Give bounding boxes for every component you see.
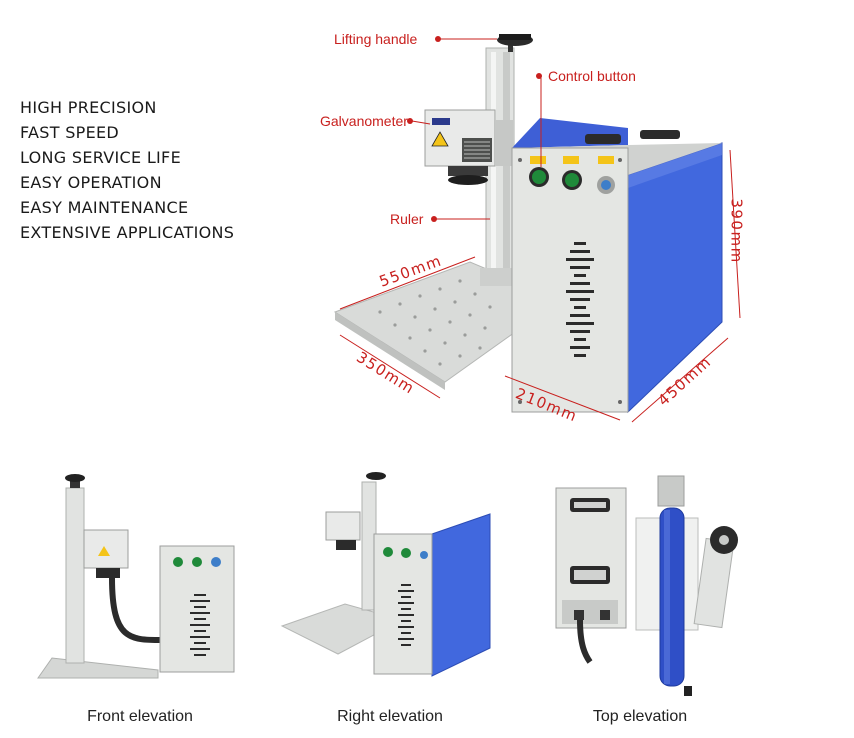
work-table <box>333 261 562 390</box>
control-button-label: Control button <box>548 68 636 84</box>
dimension-lines <box>339 149 741 423</box>
feature-item: HIGH PRECISION <box>20 98 157 117</box>
lifting-handle <box>497 34 533 52</box>
right-elevation-caption: Right elevation <box>337 708 443 725</box>
feature-item: EASY MAINTENANCE <box>20 198 189 217</box>
lifting-handle-label: Lifting handle <box>334 31 418 47</box>
galvanometer-label: Galvanometer <box>320 113 408 129</box>
feature-list: HIGH PRECISION FAST SPEED LONG SERVICE L… <box>20 95 234 245</box>
feature-item: FAST SPEED <box>20 123 120 142</box>
top-elevation-machine <box>555 475 738 696</box>
feature-item: EASY OPERATION <box>20 173 162 192</box>
front-elevation-caption: Front elevation <box>87 708 193 725</box>
feature-item: LONG SERVICE LIFE <box>20 148 181 167</box>
feature-item: EXTENSIVE APPLICATIONS <box>20 223 235 242</box>
callout-lines <box>407 36 542 222</box>
galvanometer-head <box>424 109 513 185</box>
cabinet <box>511 118 723 414</box>
ruler-label: Ruler <box>390 211 424 227</box>
right-elevation-machine <box>280 472 491 677</box>
top-elevation-caption: Top elevation <box>592 708 688 725</box>
front-elevation-machine <box>37 474 235 679</box>
